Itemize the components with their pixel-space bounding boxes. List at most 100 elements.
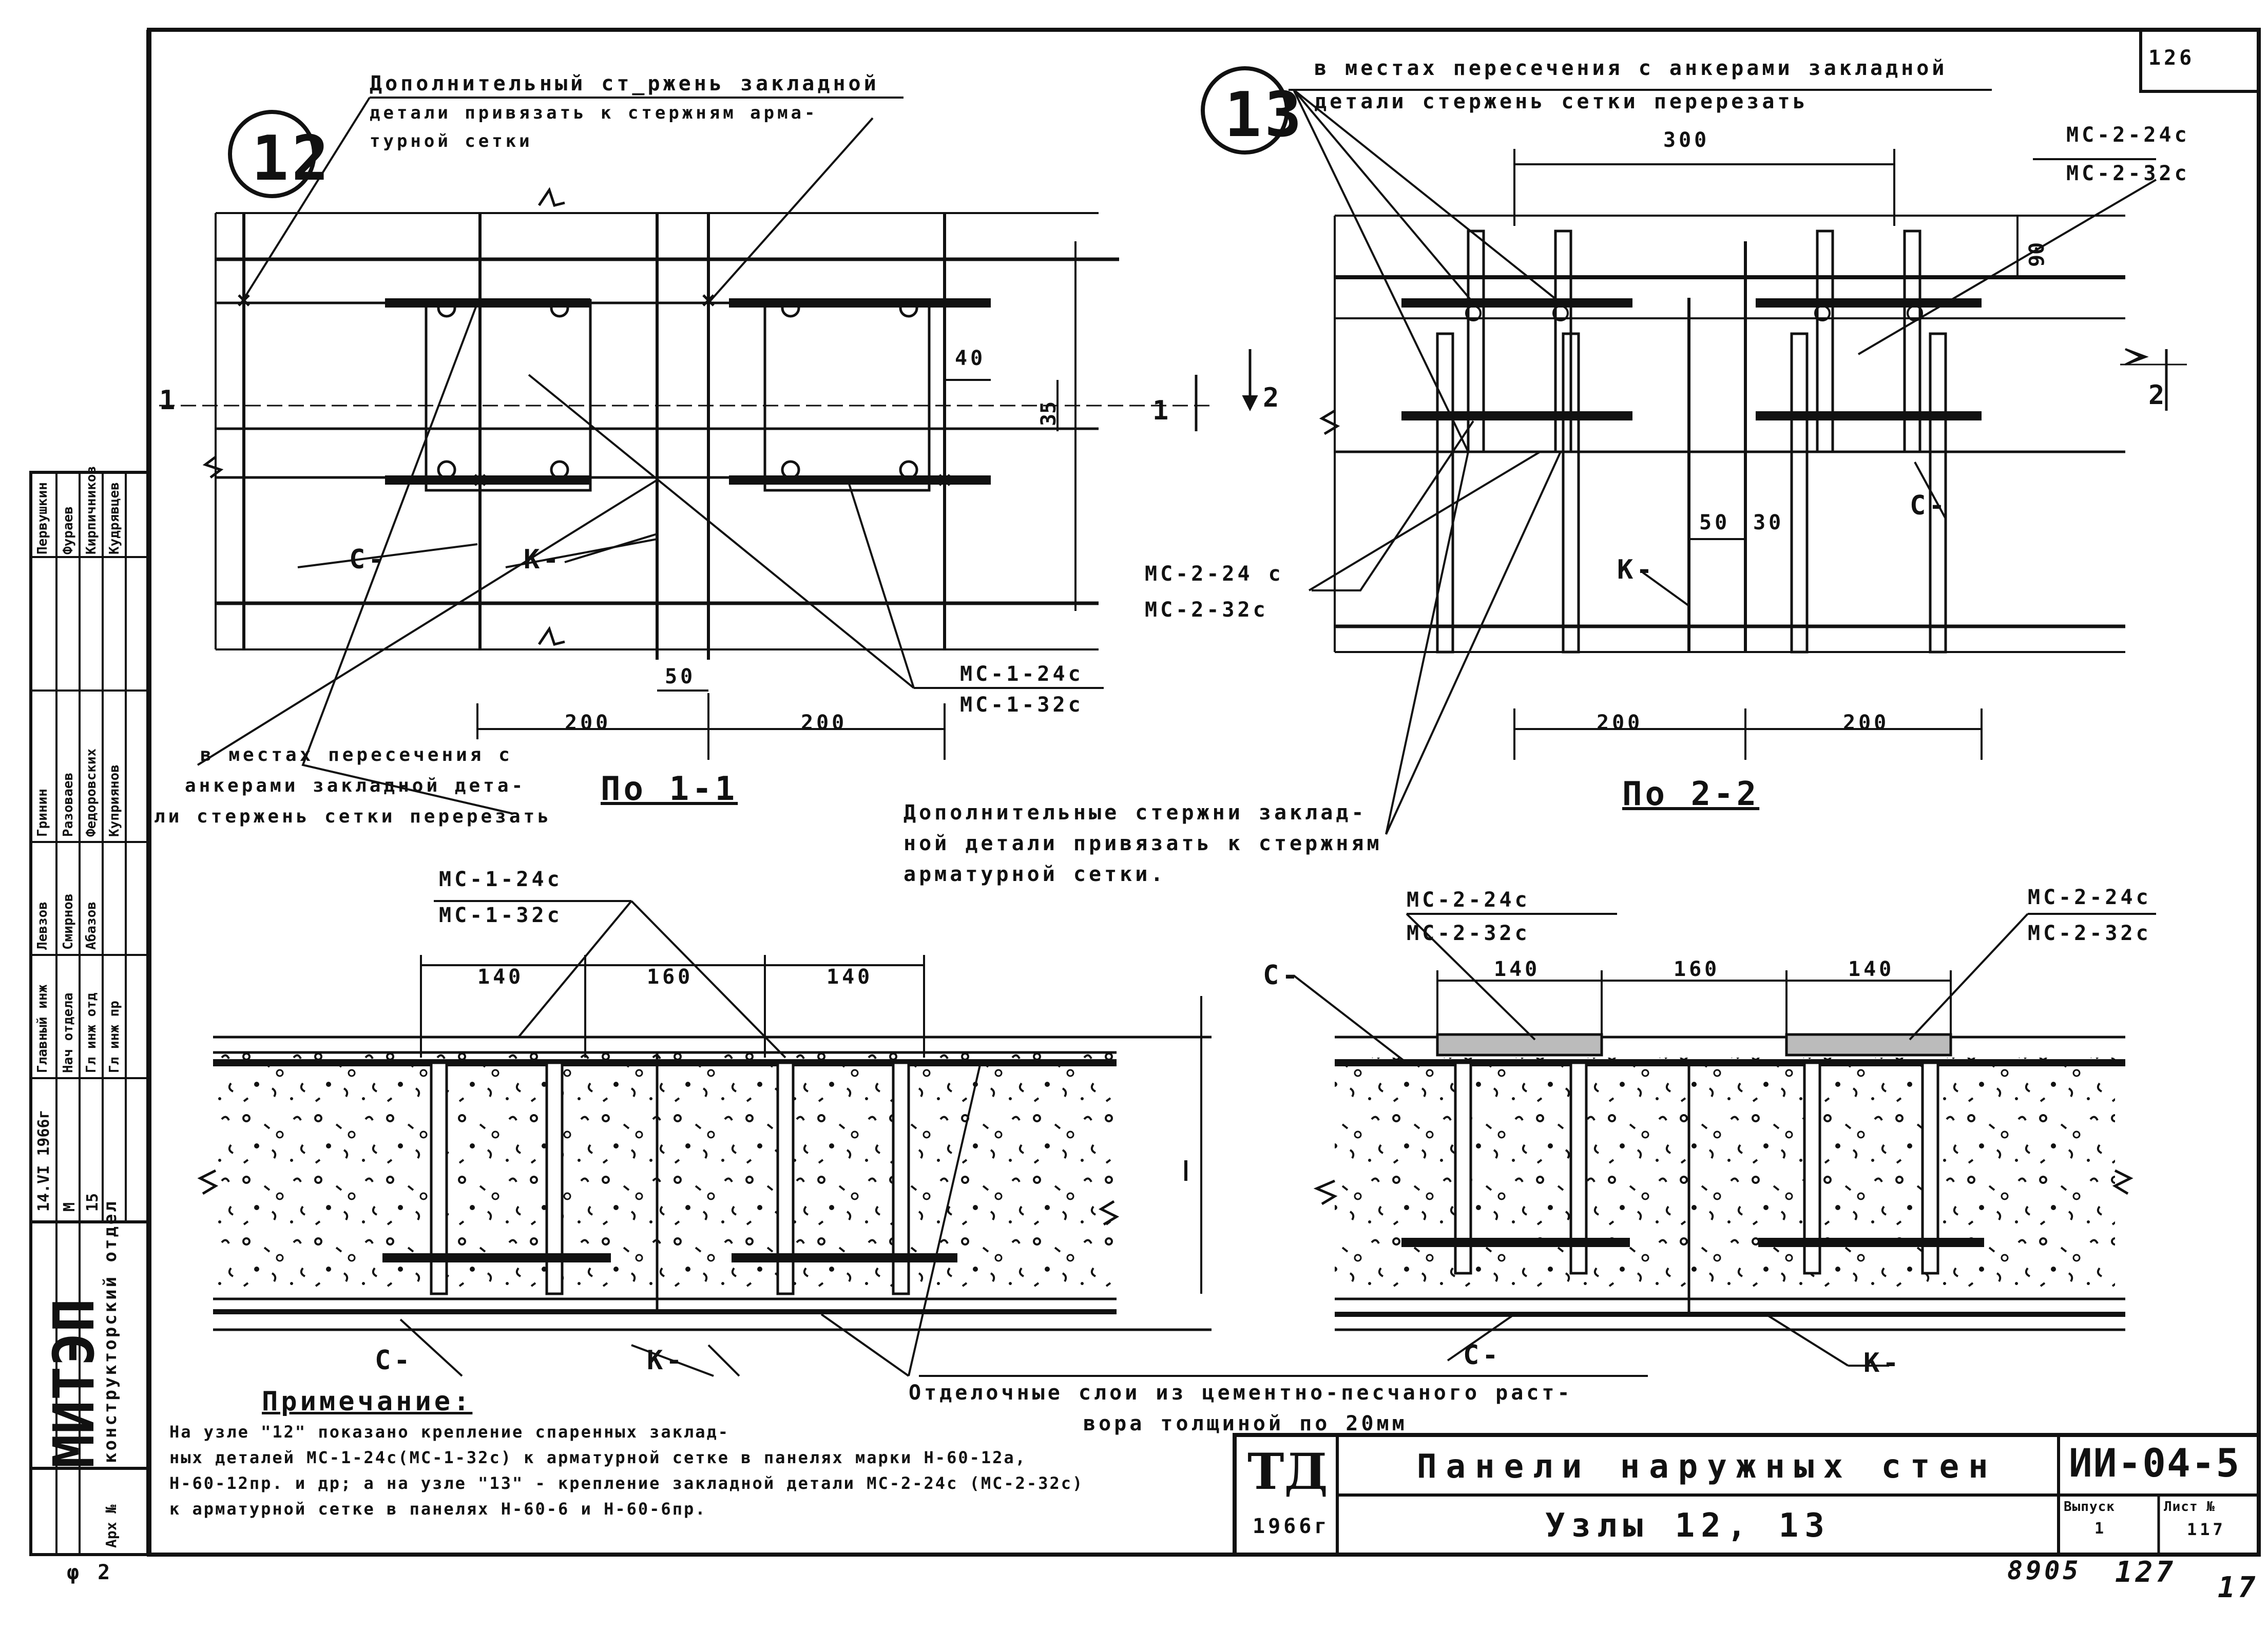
cut-2-right: 2 [2148, 380, 2168, 411]
stamp-name-4: Кудрявцев [107, 482, 122, 554]
node13-mark-left-bottom: МС-2-32с [1145, 598, 1268, 622]
sec2-mark-right-bottom: МС-2-32с [2028, 922, 2151, 945]
section-1-1-title: По 1-1 [601, 770, 738, 808]
sec2-mark-left-bottom: МС-2-32с [1407, 922, 1530, 945]
note-line-4: к арматурной сетке в панелях Н-60-6 и Н-… [169, 1499, 707, 1519]
sec1-mark-bottom: МС-1-32с [439, 904, 563, 927]
dim-200-n13-right: 200 [1843, 711, 1890, 735]
finish-note-2: вора толщиной по 20мм [1083, 1412, 1408, 1435]
stamp-date: 14.VI 1966г [35, 1109, 53, 1212]
node12-plan [159, 97, 1258, 815]
dim-90: 90 [2025, 242, 2049, 267]
dim-35: 35 [1037, 401, 1061, 426]
node12-label-c: С- [349, 544, 388, 575]
node13-label-k: К- [1617, 554, 1656, 585]
stamp-name-3: Кирпичников [84, 466, 99, 554]
node12-callout-top-3: турной сетки [370, 131, 533, 151]
sec2-mark-left-top: МС-2-24с [1407, 888, 1530, 912]
node13-label-c: С- [1910, 490, 1948, 521]
stamp-name-7: Федоровских [84, 748, 99, 837]
td-logo: ТД [1247, 1443, 1328, 1501]
sec2-dim-160: 160 [1674, 957, 1720, 981]
bottom-number: 8905 [2007, 1556, 2082, 1585]
dim-300: 300 [1663, 128, 1710, 152]
stamp-role-4: Гл инж пр [107, 1001, 122, 1073]
side-stamp-frame [29, 471, 150, 1556]
node12-mark-bottom: МС-1-32с [960, 693, 1084, 717]
stamp-name-2: Фураев [61, 506, 76, 554]
note-line-2: ных деталей МС-1-24с(МС-1-32с) к арматур… [169, 1448, 1027, 1467]
dim-200-right: 200 [801, 711, 848, 735]
stamp-role-2: Нач отдела [61, 992, 76, 1073]
node13-callout-mid-3: арматурной сетки. [904, 863, 1166, 886]
title-block-sheet-value: 117 [2187, 1520, 2226, 1539]
dim-30: 30 [1753, 511, 1784, 534]
stamp-name-6: Разоваев [61, 772, 76, 837]
stamp-name-5: Гринин [35, 789, 50, 837]
title-block-sheet-label: Лист № [2164, 1499, 2215, 1515]
node12-callout-top-2: детали привязать к стержням арма- [370, 103, 818, 123]
title-block-title: Панели наружных стен [1417, 1448, 1997, 1486]
node13-callout-mid-2: ной детали привязать к стержням [904, 832, 1382, 855]
stamp-name-11: Абазов [84, 902, 99, 950]
finish-note-1: Отделочные слои из цементно-песчаного ра… [909, 1381, 1573, 1405]
stamp-name-10: Смирнов [61, 893, 76, 950]
node12-mark-top: МС-1-24с [960, 662, 1084, 686]
dim-200-n13-left: 200 [1597, 711, 1643, 735]
org-archive: Арх № [103, 1504, 120, 1548]
section1-1 [197, 900, 1648, 1377]
node12-callout-top-1: Дополнительный ст_ржень закладной [370, 72, 879, 95]
sec1-mark-top: МС-1-24с [439, 868, 563, 891]
dim-200-left: 200 [565, 711, 611, 735]
title-block-year: 1966г [1253, 1515, 1330, 1538]
stamp-role-1: Главный инж [35, 984, 50, 1073]
org-logo: МИТЭП [41, 1298, 107, 1468]
sec2-label-c-bottom: С- [1463, 1340, 1502, 1371]
node12-callout-left-1: в местах пересечения с [200, 744, 513, 765]
node13-number: 13 [1224, 80, 1305, 151]
note-title: Примечание: [262, 1386, 473, 1417]
note-line-3: Н-60-12пр. и др; а на узле "13" - крепле… [169, 1473, 1084, 1493]
org-dept: конструкторский отдел [100, 1199, 121, 1463]
sec2-dim-140-left: 140 [1494, 957, 1541, 981]
sec1-dim-140-right: 140 [827, 965, 873, 989]
sec1-label-c: С- [375, 1345, 413, 1376]
stamp-15: 15 [84, 1193, 102, 1212]
node12-number: 12 [252, 123, 332, 195]
section2-2 [1200, 913, 2156, 1367]
cut-2-left: 2 [1263, 382, 1282, 413]
bottom-left-mark: φ 2 [67, 1561, 113, 1584]
node13-mark-tr-bottom: МС-2-32с [2066, 162, 2190, 185]
stamp-name-8: Куприянов [107, 764, 122, 837]
section-2-2-title: По 2-2 [1622, 775, 1760, 813]
stamp-role-3: Гл инж отд [84, 992, 99, 1073]
cut-1-left: 1 [159, 385, 179, 416]
node13-callout-mid-1: Дополнительные стержни заклад- [904, 801, 1367, 825]
dim-50-n13: 50 [1699, 511, 1731, 534]
note-line-1: На узле "12" показано крепление спаренны… [169, 1422, 730, 1442]
node12-label-k: К- [524, 544, 562, 575]
node13-mark-tr-top: МС-2-24с [2066, 123, 2190, 147]
stamp-m: М [61, 1202, 79, 1212]
dim-40: 40 [955, 347, 986, 370]
dim-50: 50 [665, 665, 696, 688]
node13-plan [1201, 66, 2187, 835]
title-block-doc-code: ИИ-04-5 [2069, 1440, 2241, 1486]
stamp-name-1: Первушкин [35, 482, 50, 554]
sec1-dim-140-left: 140 [477, 965, 524, 989]
cut-1-right: 1 [1152, 395, 1172, 426]
node13-callout-top-1: в местах пересечения с анкерами закладно… [1314, 56, 1948, 80]
sec2-mark-right-top: МС-2-24с [2028, 886, 2151, 909]
title-block-issue-value: 1 [2094, 1520, 2107, 1538]
title-block-subtitle: Узлы 12, 13 [1545, 1507, 1831, 1545]
sec2-label-k: К- [1863, 1348, 1902, 1378]
node13-mark-left-top: МС-2-24 с [1145, 562, 1284, 586]
sec2-dim-140-right: 140 [1848, 957, 1895, 981]
sec2-label-c-top: С- [1263, 960, 1301, 991]
node12-callout-left-2: анкерами закладной дета- [185, 775, 526, 796]
stamp-name-9: Левзов [35, 902, 50, 950]
title-block-issue-label: Выпуск [2064, 1499, 2115, 1515]
sec1-dim-160: 160 [647, 965, 694, 989]
corner-mark: 17 [2218, 1571, 2259, 1604]
page-number: 126 [2148, 46, 2195, 70]
